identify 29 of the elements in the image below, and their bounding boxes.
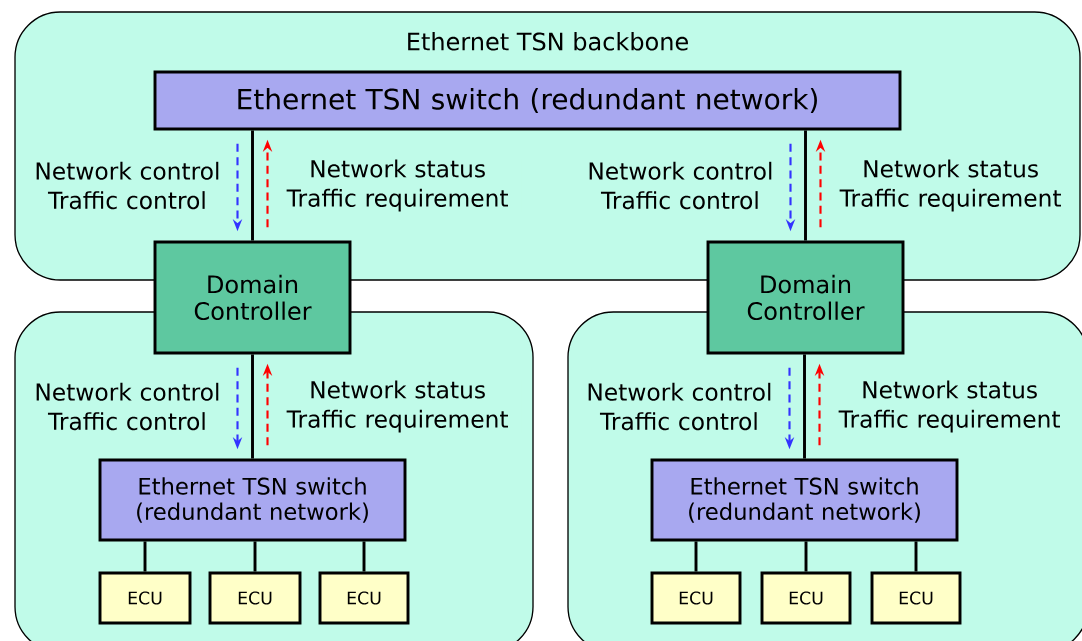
- connector-line: [251, 354, 254, 459]
- switch-box: Ethernet TSN switch (redundant network): [650, 458, 959, 542]
- connector-line: [803, 354, 806, 459]
- controller-box: Domain Controller: [706, 240, 905, 355]
- ecu-box: ECU: [870, 571, 962, 625]
- ecu-box: ECU: [760, 571, 852, 625]
- connector-line: [914, 541, 918, 572]
- connector-line: [143, 541, 147, 572]
- ecu-box: ECU: [98, 571, 192, 625]
- ecu-box: ECU: [650, 571, 742, 625]
- connector-line: [253, 541, 257, 572]
- connector-line: [804, 541, 808, 572]
- edge-label: Network status Traffic requirement: [273, 158, 522, 213]
- edge-label: Network control Traffic control: [23, 160, 232, 211]
- edge-label: Network control Traffic control: [23, 381, 232, 432]
- ecu-box: ECU: [318, 571, 410, 625]
- connector-line: [694, 541, 698, 572]
- ecu-box: ECU: [208, 571, 302, 625]
- connector-line: [362, 541, 366, 572]
- controller-box: Domain Controller: [153, 240, 352, 355]
- edge-label: Network status Traffic requirement: [273, 379, 522, 434]
- connector-line: [804, 130, 807, 241]
- switch-box: Ethernet TSN switch (redundant network): [98, 458, 407, 542]
- edge-label: Network control Traffic control: [575, 381, 784, 432]
- edge-label: Network status Traffic requirement: [826, 158, 1075, 213]
- edge-label: Network control Traffic control: [576, 160, 785, 211]
- switch-box: Ethernet TSN switch (redundant network): [153, 70, 902, 131]
- edge-label: Network status Traffic requirement: [825, 379, 1074, 434]
- connector-line: [251, 130, 254, 241]
